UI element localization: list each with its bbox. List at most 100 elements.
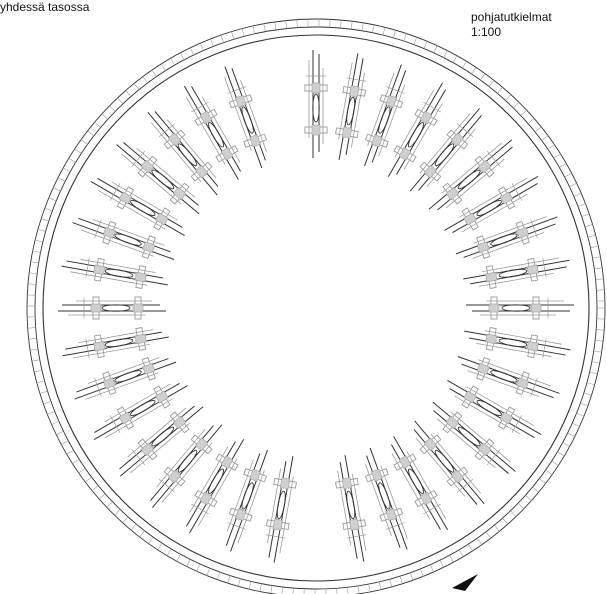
bay-slat-light (267, 468, 282, 544)
ring-segment (248, 581, 252, 590)
bay-body (276, 490, 286, 520)
bay-body (130, 200, 156, 216)
ring-segment (125, 90, 132, 97)
bay-unit (455, 216, 558, 260)
bay-slat-light (70, 271, 148, 286)
bay-slat-light (426, 128, 476, 188)
bay-slat-light (121, 153, 182, 205)
ring-segment (347, 587, 349, 594)
bay-node (311, 124, 321, 136)
ring-segment (502, 517, 509, 525)
ring-segment (30, 348, 39, 351)
ring-segment (596, 289, 605, 291)
ring-segment (449, 555, 454, 563)
ring-segment (35, 239, 43, 243)
bay-node (476, 241, 490, 253)
bay-unit (364, 64, 407, 167)
bay-slat-light (237, 470, 265, 544)
ring-segment (591, 361, 600, 364)
ring-segment (576, 412, 585, 417)
bay-body (378, 482, 391, 510)
ring-circle (42, 34, 590, 582)
ring-segment (36, 380, 45, 384)
bay-node (423, 437, 438, 452)
drawing-title-text: pohjatutkielmat (471, 10, 552, 24)
bay-node (249, 134, 261, 148)
ring-segment (37, 229, 46, 232)
ring-segment (285, 20, 287, 29)
bay-tick (131, 150, 145, 167)
bay-node (485, 333, 498, 345)
bay-node (419, 491, 433, 506)
bay-body (408, 122, 424, 148)
bay-unit (304, 50, 328, 158)
bay-slat-light (478, 359, 552, 387)
bay-tick (85, 338, 90, 359)
bay-tick (94, 377, 102, 397)
bay-slat-light (92, 218, 165, 246)
bay-tick (109, 183, 121, 201)
ring-segment (510, 510, 517, 517)
bay-body (408, 468, 424, 494)
ring-segment (458, 549, 464, 557)
ring-segment (74, 148, 82, 154)
ring-segment (539, 478, 546, 484)
ring-segment (587, 234, 596, 238)
bay-slat-light (224, 77, 252, 151)
ring-segment (350, 21, 353, 30)
bay-body (312, 93, 320, 123)
ring-segment (206, 568, 211, 576)
bay-body (490, 370, 518, 383)
ring-segment (292, 588, 294, 594)
ring-segment (357, 585, 360, 594)
bay-unit (447, 379, 542, 439)
bay-unit (62, 327, 169, 359)
bay-unit (72, 217, 175, 260)
ring-segment (274, 21, 277, 30)
note-line: yhdessä tasossa (0, 0, 90, 14)
ring-segment (87, 130, 95, 137)
ring-segment (94, 122, 101, 128)
bay-tick (423, 101, 441, 113)
bay-unit (265, 456, 297, 563)
bay-body (177, 449, 198, 473)
bay-body (498, 338, 528, 348)
bay-slat-light (415, 437, 466, 497)
ring-segment (27, 327, 36, 329)
ring-segment (517, 502, 525, 509)
ring-segment (157, 542, 163, 550)
ring-segment (296, 19, 298, 28)
top-left-note: yhdessä tasossa (0, 0, 89, 14)
bay-node (134, 333, 147, 345)
ring-segment (220, 34, 224, 43)
ring-segment (562, 442, 570, 447)
bay-tick (227, 86, 247, 94)
ring-segment (430, 564, 434, 573)
ring-segment (584, 224, 593, 228)
bay-node (194, 437, 209, 452)
bay-slat-light (367, 72, 395, 146)
bay-node (199, 491, 213, 506)
bay-tick (158, 479, 175, 493)
bay-node (398, 147, 412, 161)
ring-segment (505, 94, 512, 101)
bay-node (463, 212, 477, 226)
bay-body (104, 338, 134, 348)
bay-unit (413, 420, 485, 505)
bay-node (272, 518, 283, 531)
ring-segment (170, 58, 175, 66)
bay-body (490, 233, 518, 246)
ring-segment (494, 524, 500, 532)
ring-segment (30, 261, 39, 264)
bay-node (349, 518, 360, 531)
ring-segment (200, 43, 204, 51)
bay-tick (542, 257, 547, 278)
ring-segment (48, 197, 57, 202)
bay-slat-light (394, 89, 435, 158)
ring-circle (26, 18, 606, 594)
bay-tick (542, 338, 547, 359)
ring-segment (122, 516, 129, 523)
ring-segment (340, 20, 342, 29)
bay-slat-light (450, 411, 511, 463)
ring-segment (559, 163, 567, 168)
